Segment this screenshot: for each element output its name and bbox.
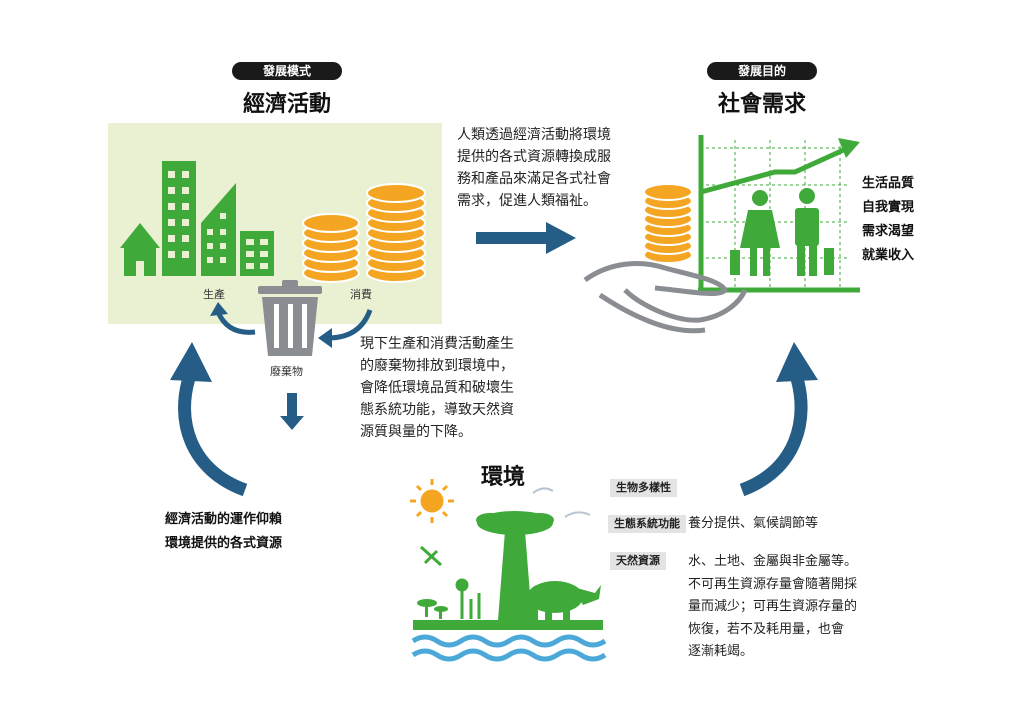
transformation-line: 提供的各式資源轉換成服: [457, 149, 611, 165]
produce-arrow-icon: [215, 310, 256, 335]
economic-activity-title: 經濟活動: [242, 92, 331, 117]
right-arrow-icon: [476, 222, 576, 254]
social-needs-title: 社會需求: [717, 92, 806, 117]
transformation-text: 人類透過經濟活動將環境 提供的各式資源轉換成服 務和產品來滿足各式社會 需求，促…: [457, 124, 657, 212]
transformation-line: 務和產品來滿足各式社會: [457, 171, 611, 187]
water-icon: [411, 634, 607, 662]
social-needs-illustration: [583, 135, 860, 334]
ground-strip: [413, 620, 603, 630]
left-cycle-arrow-icon: [170, 342, 248, 497]
waste-bin-illustration: [210, 280, 373, 430]
resource-line: 逐漸耗竭。: [688, 644, 754, 659]
dependency-line: 環境提供的各式資源: [165, 536, 283, 551]
down-arrow-icon: [280, 393, 304, 430]
sun-icon: [410, 479, 454, 523]
small-building-icon: [240, 231, 274, 276]
waste-impact-line: 現下生產和消費活動產生: [360, 336, 514, 352]
resource-line: 水、土地、金屬與非金屬等。: [688, 554, 858, 569]
development-goal-pill: 發展目的: [707, 62, 817, 80]
need-item: 需求渴望: [862, 224, 915, 239]
waste-impact-line: 的廢棄物排放到環境中，: [360, 358, 514, 374]
development-mode-pill: 發展模式: [232, 62, 342, 80]
produce-label: 生產: [203, 288, 225, 301]
consume-arrow-icon: [327, 309, 373, 341]
coin-stack-small-icon: [302, 213, 360, 283]
slanted-building-icon: [201, 183, 236, 276]
economy-illustration: [120, 161, 426, 283]
resource-dependency-text: 經濟活動的運作仰賴 環境提供的各式資源: [165, 508, 282, 556]
rhino-icon: [527, 581, 601, 620]
waste-label: 廢棄物: [270, 365, 303, 378]
biodiversity-tag: 生物多樣性: [610, 479, 677, 497]
resource-line: 量而減少；可再生資源存量的: [688, 599, 858, 614]
need-item: 生活品質: [862, 176, 915, 191]
growth-axes: [698, 135, 860, 293]
tower-building-icon: [162, 161, 196, 276]
needs-list: 生活品質 自我實現 需求渴望 就業收入: [862, 172, 914, 268]
environment-illustration: [410, 479, 607, 662]
transformation-line: 需求，促進人類福祉。: [457, 193, 597, 209]
coin-stack-icon: [643, 183, 693, 264]
hand-icon: [583, 261, 748, 334]
need-item: 就業收入: [862, 248, 915, 263]
waste-impact-line: 會降低環境品質和破壞生: [360, 380, 514, 396]
ecosystem-text: 養分提供、氣候調節等: [688, 516, 819, 531]
consume-label: 消費: [350, 288, 372, 301]
bird-icon: [532, 487, 591, 518]
right-cycle-arrow-icon: [739, 342, 818, 497]
woman-icon: [730, 190, 780, 276]
ecosystem-tag: 生態系統功能: [608, 515, 686, 533]
tree-icon: [476, 511, 554, 620]
plant-icon: [455, 578, 481, 619]
coin-stack-large-icon: [366, 183, 426, 283]
dependency-line: 經濟活動的運作仰賴: [165, 512, 283, 527]
resource-line: 恢復，若不及耗用量，也會: [688, 621, 845, 637]
man-icon: [795, 188, 834, 276]
waste-impact-line: 態系統功能，導致天然資: [360, 402, 514, 418]
environment-title: 環境: [481, 465, 526, 490]
need-item: 自我實現: [862, 200, 915, 215]
growth-arrow-icon: [700, 138, 860, 195]
natural-resource-tag: 天然資源: [610, 552, 666, 570]
mushroom-icon: [417, 599, 448, 619]
dragonfly-icon: [419, 545, 443, 567]
waste-impact-text: 現下生產和消費活動產生 的廢棄物排放到環境中， 會降低環境品質和破壞生 態系統功…: [360, 333, 560, 443]
resource-line: 不可再生資源存量會隨著開採: [688, 576, 858, 592]
transformation-line: 人類透過經濟活動將環境: [457, 127, 611, 143]
natural-resource-text: 水、土地、金屬與非金屬等。 不可再生資源存量會隨著開採 量而減少；可再生資源存量…: [688, 551, 888, 664]
waste-impact-line: 源質與量的下降。: [360, 424, 472, 440]
